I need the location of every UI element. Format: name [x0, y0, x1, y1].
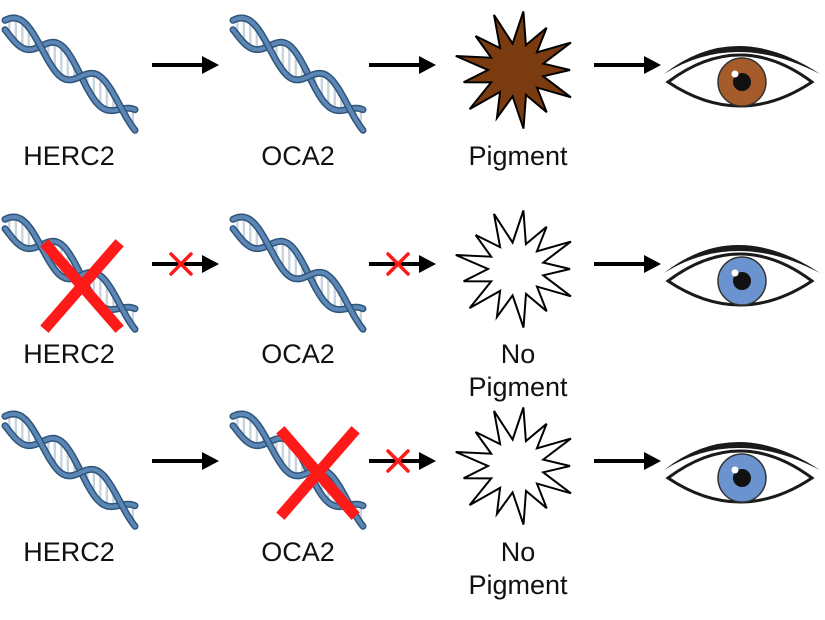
- knockout-x-icon: [40, 239, 124, 333]
- dna-strand: [3, 226, 137, 312]
- arrow-icon: [369, 252, 436, 276]
- arrow-icon: [369, 56, 436, 74]
- eyelid: [664, 245, 820, 273]
- dna-strand: [231, 215, 365, 332]
- blocked-mark: [386, 252, 410, 276]
- arrow-head: [419, 452, 436, 470]
- pupil: [733, 73, 751, 91]
- eye-highlight: [731, 269, 739, 277]
- dna-strand: [3, 27, 137, 113]
- pupil: [733, 272, 751, 290]
- herc2-label-row-3: HERC2: [23, 537, 115, 567]
- pigment-starburst-icon: [455, 407, 572, 525]
- arrow-head: [202, 255, 219, 273]
- dna-helix-icon: [229, 14, 367, 134]
- product-label-line-1: No: [500, 339, 536, 369]
- arrow-icon: [152, 452, 219, 470]
- product-label-row-1: Pigment: [438, 140, 598, 173]
- blocked-mark: [169, 252, 193, 276]
- arrow-icon: [152, 56, 219, 74]
- knockout-stroke: [276, 426, 360, 520]
- arrow-head: [419, 255, 436, 273]
- product-label-row-2: No Pigment: [438, 338, 598, 404]
- dna-helix-icon: [1, 14, 139, 134]
- dna-strand: [3, 412, 137, 529]
- eyelid: [664, 46, 820, 74]
- dna-strand: [231, 16, 365, 133]
- herc2-label-row-1: HERC2: [23, 141, 115, 171]
- eye-icon: [664, 245, 820, 307]
- pigment-starburst-icon: [455, 210, 572, 328]
- oca2-label-row-2: OCA2: [261, 339, 335, 369]
- pigment-starburst-icon: [455, 11, 572, 129]
- arrow-head: [644, 255, 661, 273]
- blocked-mark: [386, 449, 410, 473]
- eye-highlight: [731, 466, 739, 474]
- dna-strand: [231, 412, 365, 529]
- eye-highlight: [731, 70, 739, 78]
- arrow-icon: [594, 452, 661, 470]
- arrow-icon: [594, 255, 661, 273]
- product-label-line-1: Pigment: [468, 141, 568, 171]
- arrow-head: [644, 56, 661, 74]
- arrow-head: [202, 452, 219, 470]
- arrow-head: [202, 56, 219, 74]
- product-label-line-2: Pigment: [468, 372, 568, 402]
- knockout-stroke: [40, 239, 124, 333]
- dna-helix-icon: [1, 410, 139, 530]
- arrow-head: [644, 452, 661, 470]
- dna-strand: [231, 226, 365, 312]
- dna-helix-icon: [229, 213, 367, 333]
- eye-icon: [664, 46, 820, 108]
- arrow-head: [419, 56, 436, 74]
- dna-strand: [3, 423, 137, 509]
- oca2-label-row-3: OCA2: [261, 537, 335, 567]
- dna-strand: [231, 27, 365, 113]
- arrow-icon: [152, 252, 219, 276]
- dna-strand: [3, 16, 137, 133]
- arrow-icon: [594, 56, 661, 74]
- knockout-x-icon: [276, 426, 360, 520]
- product-label-line-1: No: [500, 537, 536, 567]
- eye-icon: [664, 442, 820, 504]
- eyelid: [664, 442, 820, 470]
- product-label-line-2: Pigment: [468, 570, 568, 600]
- arrow-icon: [369, 449, 436, 473]
- herc2-label-row-2: HERC2: [23, 339, 115, 369]
- product-label-row-3: No Pigment: [438, 536, 598, 602]
- oca2-label-row-1: OCA2: [261, 141, 335, 171]
- pupil: [733, 469, 751, 487]
